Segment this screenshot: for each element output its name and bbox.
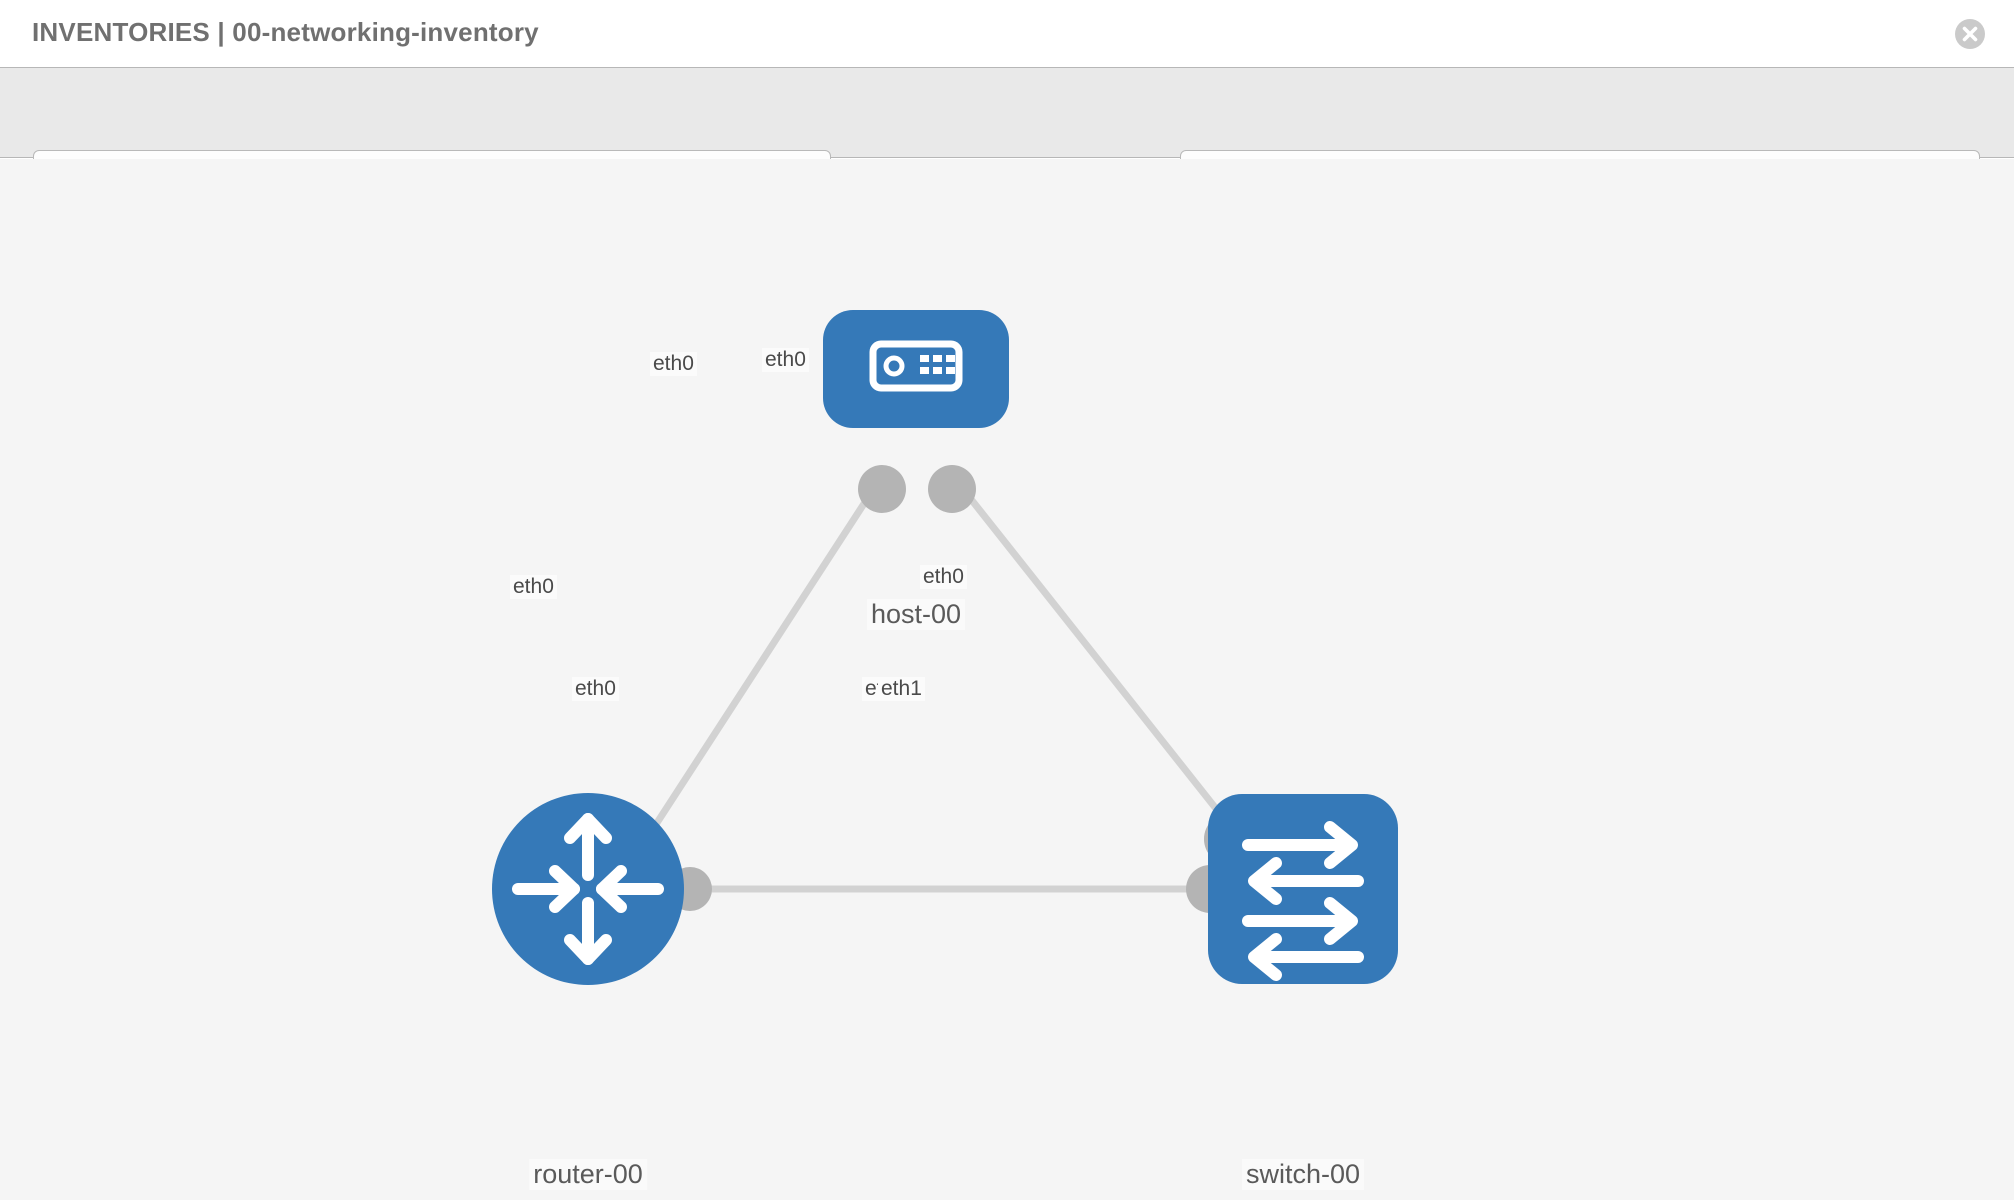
node-host-00[interactable] bbox=[823, 310, 1009, 428]
switch-arrows-icon bbox=[1242, 821, 1364, 981]
topology-canvas[interactable]: eth0 eth0 eth0 eth0 eth0 eth1 eth1 host-… bbox=[0, 159, 2014, 1200]
node-label-host-00: host-00 bbox=[866, 599, 966, 630]
node-switch-00[interactable] bbox=[1208, 794, 1398, 984]
router-arrows-icon bbox=[512, 813, 664, 965]
node-router-00[interactable] bbox=[492, 793, 684, 985]
iface-dot-host-right bbox=[928, 465, 976, 513]
iface-label: eth0 bbox=[572, 677, 619, 701]
node-label-switch-00: switch-00 bbox=[1241, 1159, 1365, 1190]
toolbar: ACTIONS SEARCH bbox=[0, 68, 2014, 202]
topology-links bbox=[637, 476, 1243, 893]
link-host-switch bbox=[952, 476, 1243, 842]
interface-endpoints bbox=[668, 465, 1256, 913]
close-circle-icon bbox=[1955, 19, 1985, 49]
iface-label: eth0 bbox=[920, 565, 967, 589]
page-title: INVENTORIES | 00-networking-inventory bbox=[32, 17, 539, 47]
close-icon[interactable] bbox=[1954, 18, 1986, 50]
page-header: INVENTORIES | 00-networking-inventory bbox=[0, 0, 2014, 68]
node-label-router-00: router-00 bbox=[529, 1159, 647, 1190]
link-host-router bbox=[637, 477, 883, 851]
iface-label: eth1 bbox=[878, 677, 925, 701]
iface-label: eth0 bbox=[510, 575, 557, 599]
iface-dot-host-left bbox=[858, 465, 906, 513]
iface-label: eth0 bbox=[762, 348, 809, 372]
iface-label: eth0 bbox=[650, 352, 697, 376]
topology-graph bbox=[492, 310, 1398, 985]
server-icon bbox=[869, 340, 963, 392]
